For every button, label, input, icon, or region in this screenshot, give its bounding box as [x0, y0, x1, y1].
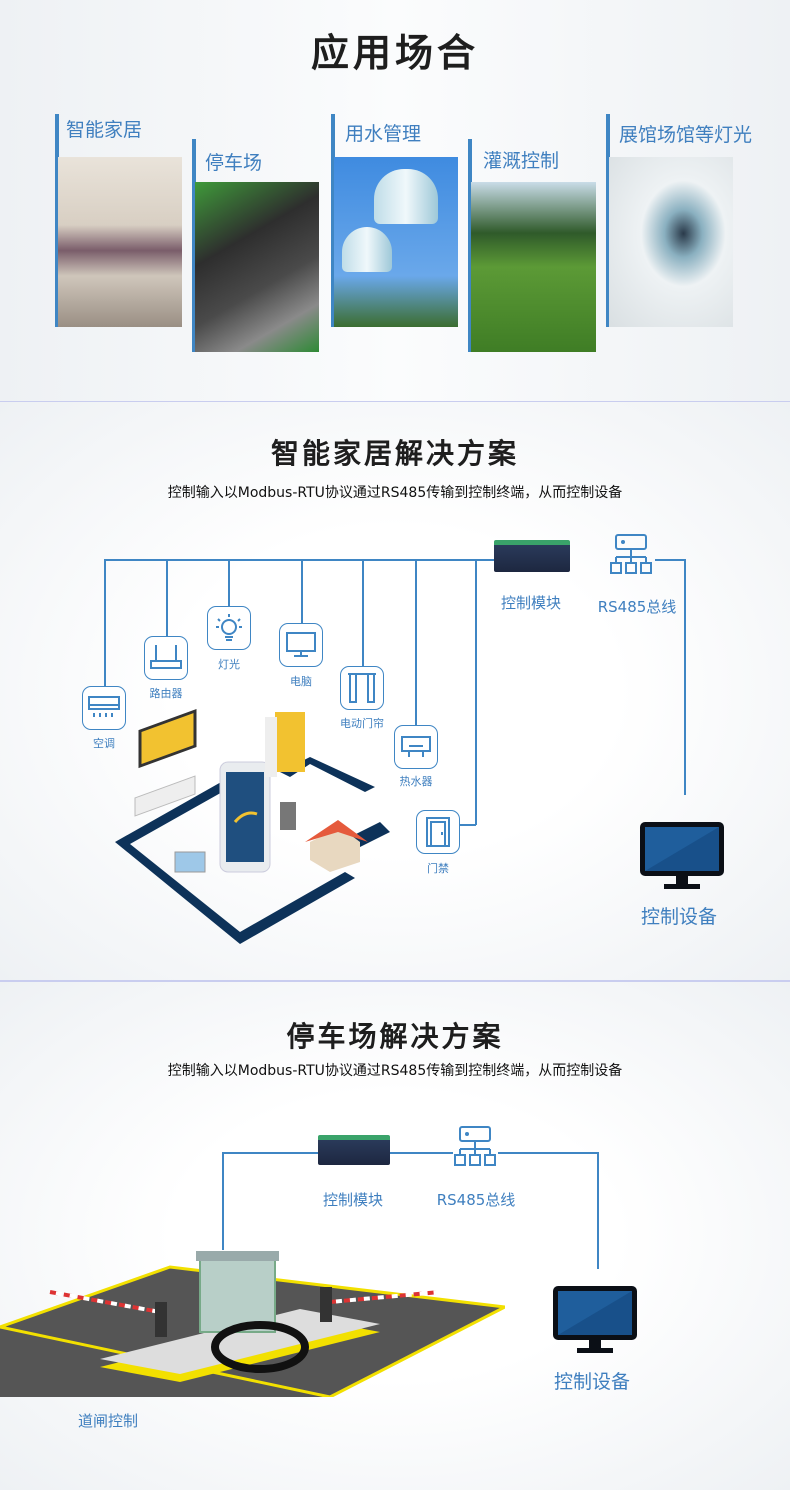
sprinkler-photo: [471, 182, 596, 352]
bedroom-photo: [58, 157, 182, 327]
card-title: 灌溉控制: [483, 150, 560, 172]
gate-control-label: 道闸控制: [77, 1412, 138, 1430]
wire: [459, 824, 476, 826]
router-icon: [144, 636, 188, 680]
smart-home-illustration: [115, 709, 390, 944]
wire: [362, 559, 364, 666]
section-title: 智能家居解决方案: [270, 437, 519, 470]
card-title: 智能家居: [66, 119, 143, 141]
wire: [104, 559, 106, 686]
module-label: 控制模块: [500, 594, 561, 612]
section-subtitle: 控制输入以Modbus-RTU协议通过RS485传输到控制终端，从而控制设备: [167, 1063, 623, 1079]
section-title: 停车场解决方案: [286, 1020, 504, 1053]
card-title: 展馆场馆等灯光: [619, 124, 753, 146]
control-device-label: 控制设备: [553, 1371, 630, 1393]
card-accent-bar: [192, 139, 196, 352]
door-icon: [416, 810, 460, 854]
device-label: 空调: [93, 737, 115, 750]
parking-gate-illustration: [0, 1251, 505, 1397]
wire: [390, 1152, 453, 1154]
light-bulb-icon: [207, 606, 251, 650]
rs485-bus-icon: [454, 1126, 496, 1166]
device-label: 热水器: [399, 775, 433, 788]
exhibition-hall-photo: [609, 157, 733, 327]
curtain-icon: [340, 666, 384, 710]
card-accent-bar: [468, 139, 472, 352]
wire: [301, 559, 303, 623]
device-label: 灯光: [218, 658, 240, 671]
card-accent-bar: [331, 114, 335, 327]
device-label: 电动门帘: [340, 717, 384, 730]
wire: [166, 559, 168, 636]
parking-lot-photo: [195, 182, 319, 352]
water-heater-icon: [394, 725, 438, 769]
card-title: 用水管理: [345, 123, 422, 145]
wire: [684, 559, 686, 795]
section-subtitle: 控制输入以Modbus-RTU协议通过RS485传输到控制终端，从而控制设备: [167, 485, 623, 501]
wire: [222, 1152, 224, 1250]
control-module-image: [318, 1135, 390, 1165]
water-tower-photo: [334, 157, 458, 327]
bus-line: [104, 559, 494, 561]
wire: [228, 559, 230, 606]
card-accent-bar: [55, 114, 59, 327]
monitor-icon: [279, 623, 323, 667]
control-device-monitor-icon: [553, 1286, 637, 1353]
control-device-monitor-icon: [640, 822, 724, 889]
device-label: 路由器: [149, 687, 183, 700]
wire: [597, 1152, 599, 1269]
device-label: 门禁: [427, 862, 449, 875]
wire: [415, 559, 417, 725]
air-conditioner-icon: [82, 686, 126, 730]
rs485-bus-icon: [610, 534, 652, 574]
wire: [498, 1152, 598, 1154]
parking-section: 停车场解决方案 控制输入以Modbus-RTU协议通过RS485传输到控制终端，…: [0, 982, 790, 1490]
smart-home-section: 智能家居解决方案 控制输入以Modbus-RTU协议通过RS485传输到控制终端…: [0, 402, 790, 980]
bus-label: RS485总线: [436, 1191, 516, 1209]
card-accent-bar: [606, 114, 610, 327]
wire: [475, 559, 477, 825]
wire: [222, 1152, 319, 1154]
control-device-label: 控制设备: [640, 906, 717, 928]
section-title: 应用场合: [310, 31, 479, 75]
wire: [655, 559, 685, 561]
section-divider: [0, 980, 790, 982]
bus-label: RS485总线: [597, 598, 677, 616]
applications-section: 应用场合 智能家居 停车场 用水管理 灌溉控制 展馆场馆等灯光: [0, 0, 790, 401]
card-title: 停车场: [205, 152, 263, 174]
module-label: 控制模块: [322, 1191, 383, 1209]
device-label: 电脑: [290, 675, 312, 688]
control-module-image: [494, 540, 570, 572]
